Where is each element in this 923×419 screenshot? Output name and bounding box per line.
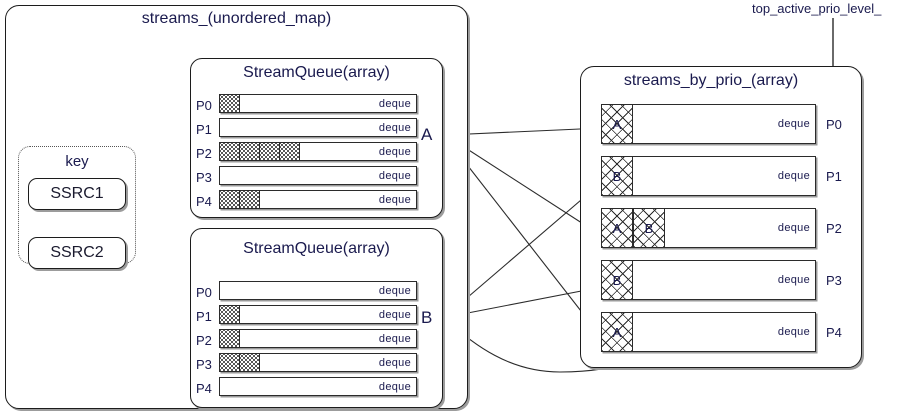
prio-cell-a[interactable]: A (602, 209, 633, 247)
deque-segment (220, 95, 240, 112)
deque-row[interactable]: deque (219, 305, 417, 324)
deque-label: deque (378, 193, 411, 206)
key-item-ssrc1-label: SSRC1 (50, 185, 104, 202)
deque-segment (240, 354, 260, 371)
prio-index-label-p1: P1 (826, 169, 842, 184)
prio-label-p1: P1 (196, 309, 212, 324)
stream-queue-b-marker: B (421, 308, 433, 327)
deque-segment (220, 191, 240, 208)
deque-segment (220, 306, 240, 323)
prio-cell-label: A (612, 324, 622, 340)
deque-segment (220, 330, 240, 347)
deque-filled-segments (220, 330, 240, 347)
prio-cell-a[interactable]: A (602, 313, 633, 351)
deque-row[interactable]: deque (219, 166, 417, 185)
deque-label: deque (378, 356, 411, 369)
deque-label: deque (378, 169, 411, 182)
prio-cell-label: B (612, 168, 622, 184)
deque-segment (220, 143, 240, 160)
deque-label: deque (378, 284, 411, 297)
deque-filled-segments (220, 143, 300, 160)
deque-label: deque (378, 308, 411, 321)
deque-label: deque (378, 97, 411, 110)
stream-queue-a-marker: A (421, 125, 433, 144)
prio-cell-group: B (602, 261, 633, 299)
deque-segment (280, 143, 300, 160)
prio-index-label-p4: P4 (826, 325, 842, 340)
prio-label-p0: P0 (196, 98, 212, 113)
deque-row[interactable]: deque (219, 377, 417, 396)
deque-label: deque (777, 170, 810, 182)
prio-label-p1: P1 (196, 122, 212, 137)
prio-cell-label: A (612, 220, 622, 236)
key-item-ssrc1[interactable]: SSRC1 (28, 178, 126, 210)
deque-row[interactable]: deque (219, 281, 417, 300)
prio-index-label-p3: P3 (826, 273, 842, 288)
prio-label-p3: P3 (196, 170, 212, 185)
key-title: key (65, 153, 89, 170)
prio-label-p3: P3 (196, 357, 212, 372)
prio-cell-group: B (602, 157, 633, 195)
deque-row[interactable]: deque (219, 329, 417, 348)
key-item-ssrc2[interactable]: SSRC2 (28, 237, 126, 269)
deque-filled-segments (220, 354, 260, 371)
deque-label: deque (777, 118, 810, 130)
streams-by-prio-title: streams_by_prio_(array) (623, 72, 799, 89)
deque-segment (240, 191, 260, 208)
deque-row[interactable]: deque (219, 142, 417, 161)
prio-label-p2: P2 (196, 146, 212, 161)
prio-cell-label: B (644, 220, 654, 236)
prio-label-p4: P4 (196, 381, 212, 396)
top-active-prio-level-label: top_active_prio_level_ (752, 1, 882, 16)
prio-cell-group: A (602, 313, 633, 351)
connector-prio-cells-to-a (445, 127, 603, 339)
stream-queue-a-title: StreamQueue(array) (243, 64, 390, 81)
prio-label-p4: P4 (196, 194, 212, 209)
deque-row[interactable]: deque (219, 94, 417, 113)
deque-label: deque (777, 274, 810, 286)
deque-label: deque (378, 121, 411, 134)
deque-label: deque (378, 332, 411, 345)
prio-cell-label: B (612, 272, 622, 288)
deque-segment (260, 143, 280, 160)
prio-cell-group: A (602, 105, 633, 143)
prio-cell-b[interactable]: B (633, 209, 665, 247)
prio-label-p0: P0 (196, 285, 212, 300)
prio-cell-b[interactable]: B (602, 157, 633, 195)
key-item-ssrc2-label: SSRC2 (50, 244, 104, 261)
deque-segment (220, 354, 240, 371)
prio-cell-b[interactable]: B (602, 261, 633, 299)
deque-label: deque (378, 145, 411, 158)
deque-row[interactable]: deque (219, 353, 417, 372)
deque-row[interactable]: deque (219, 118, 417, 137)
deque-filled-segments (220, 191, 260, 208)
deque-label: deque (378, 380, 411, 393)
prio-cell-label: A (612, 116, 622, 132)
streams-unordered-map-title: streams_(unordered_map) (141, 10, 332, 27)
prio-label-p2: P2 (196, 333, 212, 348)
stream-queue-b-title: StreamQueue(array) (243, 240, 390, 257)
deque-segment (240, 143, 260, 160)
prio-index-label-p0: P0 (826, 117, 842, 132)
deque-row[interactable]: deque (219, 190, 417, 209)
prio-cell-a[interactable]: A (602, 105, 633, 143)
deque-filled-segments (220, 306, 240, 323)
deque-label: deque (777, 222, 810, 234)
deque-label: deque (777, 326, 810, 338)
prio-index-label-p2: P2 (826, 221, 842, 236)
deque-filled-segments (220, 95, 240, 112)
